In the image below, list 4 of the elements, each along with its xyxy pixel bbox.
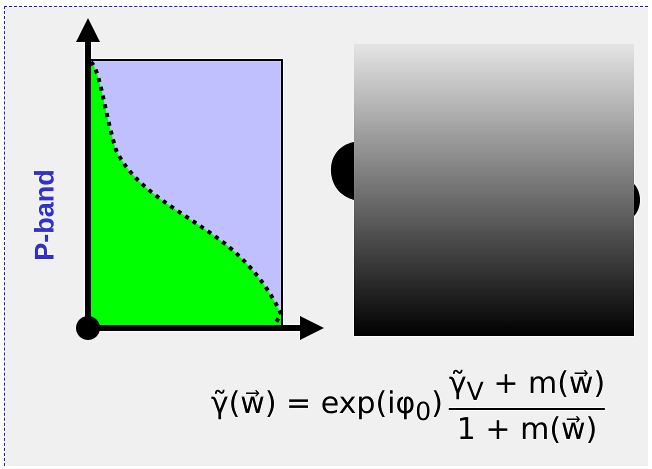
equation-text: γ̃(w⃗) = exp(iφ$_{0}$) (210, 386, 443, 426)
axis-title: P-band (30, 169, 60, 261)
fraction-denominator: 1 + m(w⃗) (456, 412, 598, 446)
fraction-numerator: γ̃$_{V}$ + m(w⃗) (448, 366, 606, 406)
